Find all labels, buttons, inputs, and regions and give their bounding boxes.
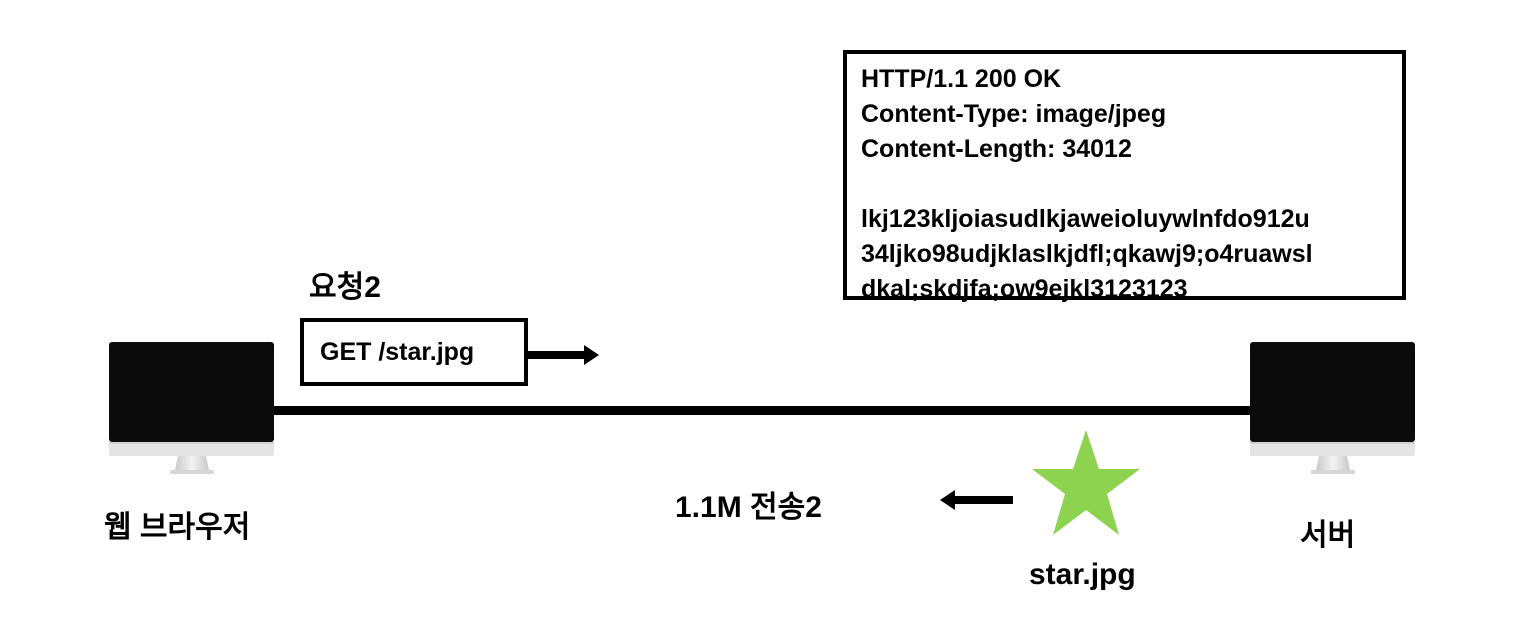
response-status-line: HTTP/1.1 200 OK <box>861 65 1062 93</box>
response-content-length: Content-Length: 34012 <box>861 135 1132 163</box>
request-label: 요청2 <box>309 271 381 304</box>
arrow-right-icon <box>528 345 599 365</box>
http-request-box: GET /star.jpg <box>300 318 528 386</box>
server-label: 서버 <box>1300 519 1356 552</box>
response-content-type: Content-Type: image/jpeg <box>861 100 1167 128</box>
transfer-label: 1.1M 전송2 <box>675 491 822 524</box>
arrow-left-icon <box>940 490 1013 510</box>
response-body-line-1: lkj123kljoiasudlkjaweioluywlnfdo912u <box>861 205 1310 233</box>
response-body-line-3: dkal;skdjfa;ow9ejkl3123123 <box>861 275 1188 303</box>
client-monitor-icon <box>108 342 276 477</box>
client-label: 웹 브라우저 <box>104 511 251 544</box>
request-line: GET /star.jpg <box>320 337 475 366</box>
star-image-icon <box>1032 430 1140 535</box>
response-blank-line <box>861 167 1402 202</box>
network-connection-line <box>272 406 1252 415</box>
file-label: star.jpg <box>1029 558 1136 591</box>
response-body-line-2: 34ljko98udjklaslkjdfl;qkawj9;o4ruawsl <box>861 240 1313 268</box>
server-monitor-icon <box>1249 342 1417 477</box>
http-response-box: HTTP/1.1 200 OK Content-Type: image/jpeg… <box>843 50 1406 303</box>
